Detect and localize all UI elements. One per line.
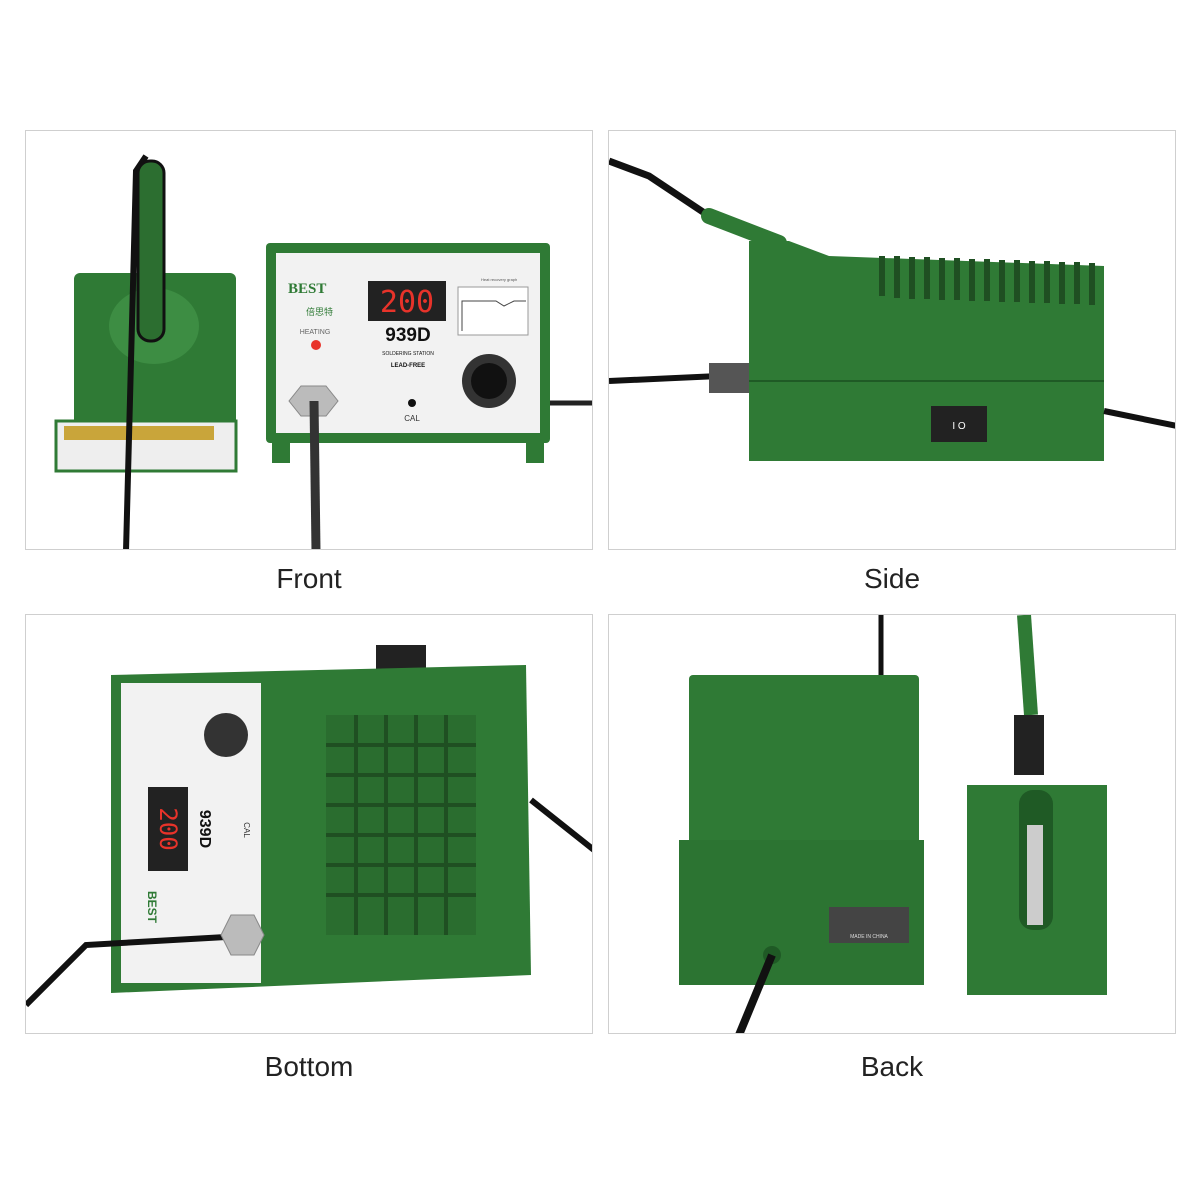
brand-cn: 倍思特 [306,306,333,317]
caption-front: Front [276,563,342,594]
brand-logo: BEST [145,891,159,924]
iron-connector [220,914,265,956]
display-value: 200 [380,285,434,320]
iron-tip [1027,825,1043,925]
iron-cable [26,934,227,1008]
rating-plate-text: MADE IN CHINA [850,934,888,940]
side-view-illustration: I O [609,157,1175,461]
iron-cable [609,157,711,219]
graph-title: Heat recovery graph [481,277,517,282]
lead-free-label: LEAD-FREE [391,363,425,369]
bottom-view-panel: 200 939D CAL BEST [25,614,593,1034]
caption-bottom: Bottom [264,1051,354,1082]
power-switch[interactable] [931,406,987,442]
soldering-iron [701,208,787,251]
graph-curve [461,300,526,331]
station-foot-right [526,443,544,463]
vent-slots [879,256,1095,305]
sponge [64,426,214,440]
iron-cable-lower [609,373,720,384]
heating-label: HEATING [300,329,331,336]
caption-back: Back [860,1051,924,1082]
model-number: 939D [196,810,213,848]
iron-connector [288,385,339,417]
power-cable [1103,408,1175,429]
power-cable [735,953,776,1033]
brand-logo: BEST [288,281,326,297]
switch-mark: I O [952,421,966,432]
back-view-panel: MADE IN CHINA [608,614,1176,1034]
heat-recovery-graph [457,286,529,336]
rating-plate [829,907,909,943]
cal-button[interactable] [408,399,416,407]
power-switch[interactable] [376,645,426,670]
cal-label: CAL [404,414,420,423]
heating-led [311,340,321,350]
temperature-knob[interactable] [204,713,248,757]
model-number: 939D [385,325,430,346]
iron-grip [1014,715,1044,775]
bottom-grille [326,715,476,935]
iron-cable [123,154,149,549]
temperature-knob[interactable] [471,363,507,399]
bottom-view-illustration: 200 939D CAL BEST [26,645,592,1008]
iron-cable [309,400,321,549]
temperature-display [368,281,446,321]
front-view-illustration: 200 BEST 倍思特 939D SOLDERING STATION LEAD… [54,154,592,549]
back-view-illustration: MADE IN CHINA [679,615,1107,1033]
caption-side: Side [863,563,921,594]
temperature-display [148,787,188,871]
iron-connector [709,363,749,393]
grille-lines [326,715,476,935]
power-cable [529,797,592,853]
station-foot-left [272,443,290,463]
soldering-iron [136,159,166,343]
cal-label: CAL [242,822,251,838]
side-view-panel: I O [608,130,1176,550]
subtitle: SOLDERING STATION [382,351,434,357]
soldering-iron [1017,615,1038,716]
display-value: 200 [154,807,182,850]
front-view-panel: 200 BEST 倍思特 939D SOLDERING STATION LEAD… [25,130,593,550]
